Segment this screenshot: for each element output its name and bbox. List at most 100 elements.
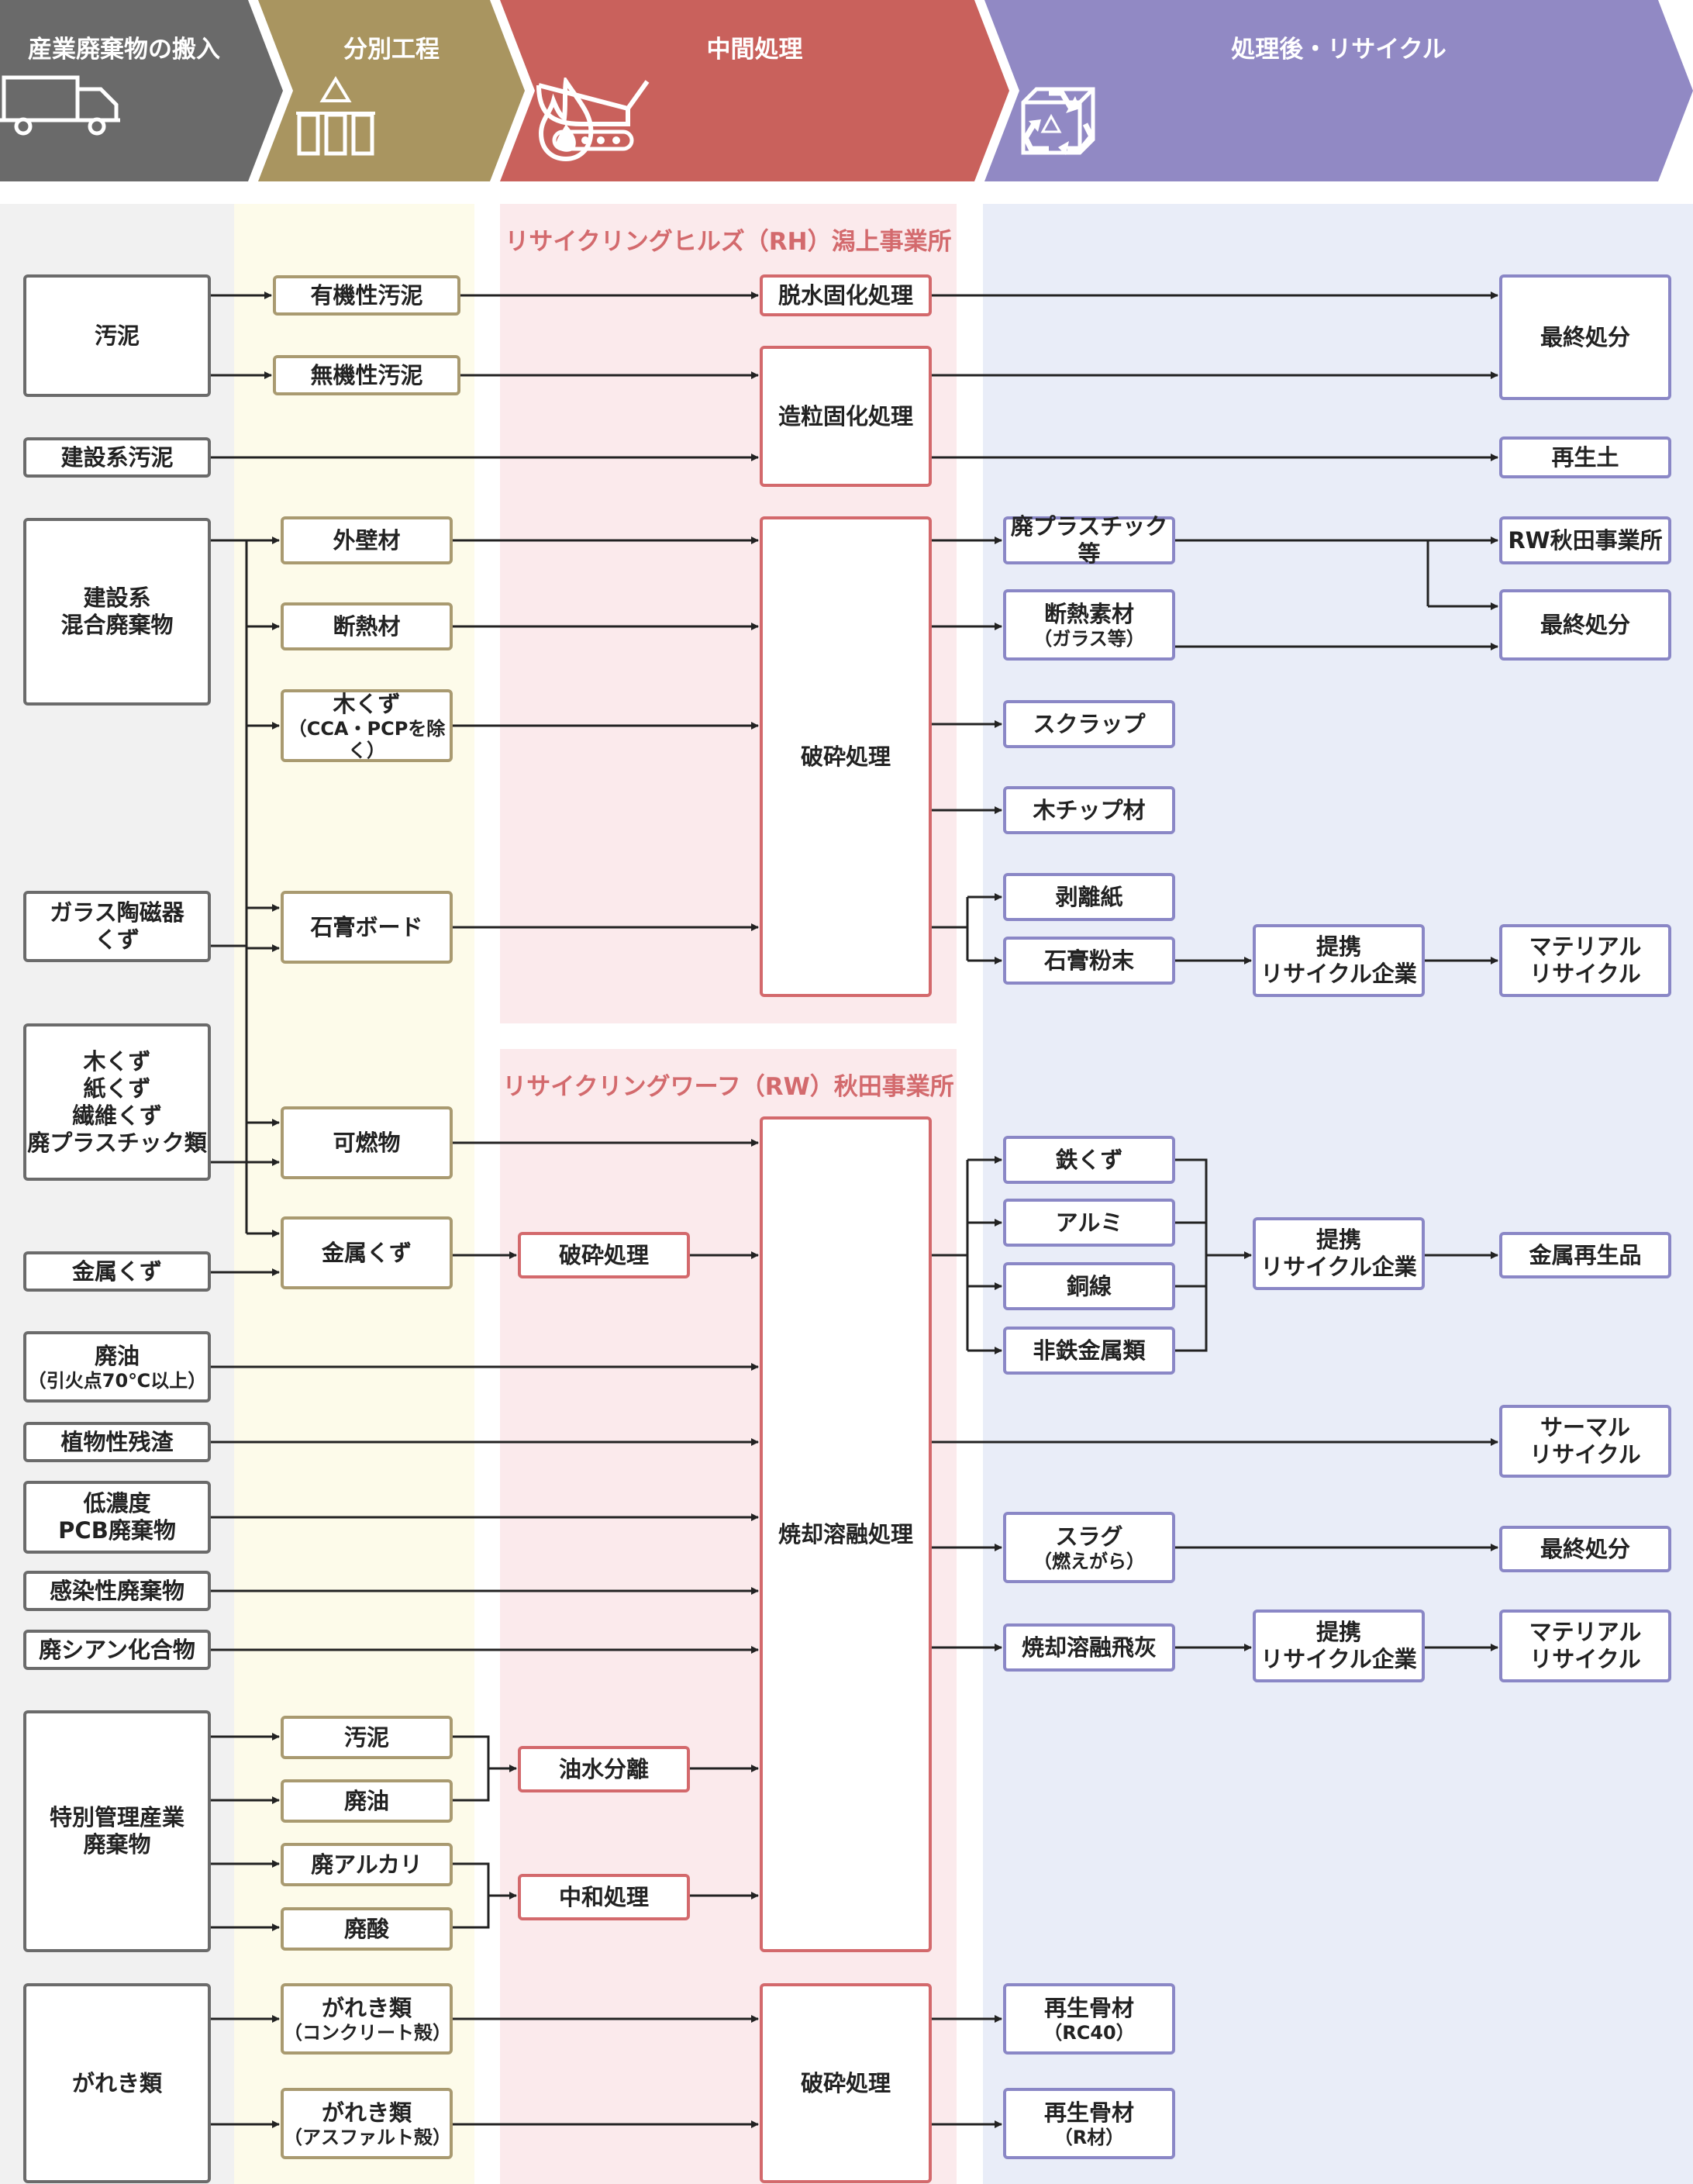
node-label: 特別管理産業 廃棄物: [49, 1804, 184, 1858]
node-o-dannetsu: 断熱素材（ガラス等）: [1003, 589, 1175, 661]
node-label: 断熱素材: [1043, 600, 1134, 627]
node-label: 廃プラスチック等: [1010, 513, 1168, 567]
node-m-dassui: 脱水固化処理: [760, 274, 932, 316]
node-o-hitetsu: 非鉄金属類: [1003, 1327, 1175, 1375]
header-step-4: 処理後・リサイクル: [1019, 0, 1658, 181]
node-label: 金属くず: [321, 1239, 412, 1266]
header-step-2: 分別工程: [293, 0, 490, 181]
node-p-dannetsu: 断熱材: [281, 602, 453, 650]
node-label: 低濃度 PCB廃棄物: [58, 1490, 176, 1544]
node-p-gaiheki: 外壁材: [281, 516, 453, 564]
node-p-gareki-con: がれき類（コンクリート殻）: [281, 1983, 453, 2055]
node-label: 廃酸: [343, 1915, 389, 1942]
node-sublabel: （R材）: [1053, 2126, 1125, 2148]
node-m-chuwa: 中和処理: [518, 1874, 690, 1920]
node-o-slag: スラグ（燃えがら）: [1003, 1512, 1175, 1583]
truck-icon: [0, 75, 120, 136]
header-step-3-label: 中間処理: [706, 36, 803, 64]
recycle-icon: [1022, 90, 1095, 155]
node-o-hakurishi: 剥離紙: [1003, 873, 1175, 921]
node-label: スクラップ: [1033, 710, 1146, 737]
node-sublabel: （ガラス等）: [1033, 627, 1145, 650]
node-f-saiseido: 再生土: [1499, 436, 1671, 478]
node-label: 最終処分: [1540, 323, 1630, 350]
node-sublabel: （コンクリート殻）: [284, 2021, 451, 2044]
node-sublabel: （アスファルト殻）: [284, 2126, 451, 2148]
node-label: 無機性汚泥: [310, 361, 423, 388]
sorting-bins-icon: [296, 76, 375, 156]
node-o-tekkuzu: 鉄くず: [1003, 1136, 1175, 1184]
node-label: 焼却溶融処理: [778, 1520, 913, 1547]
node-s-kansen: 感染性廃棄物: [23, 1571, 211, 1611]
node-label: 植物性残渣: [60, 1428, 174, 1455]
node-m-hasai-gareki: 破砕処理: [760, 1983, 932, 2183]
crusher-icon: [536, 80, 650, 151]
node-o-chip: 木チップ材: [1003, 786, 1175, 834]
node-label: 非鉄金属類: [1033, 1337, 1146, 1364]
node-f-kinzoku-saisei: 金属再生品: [1499, 1232, 1671, 1278]
node-label: 鉄くず: [1055, 1146, 1123, 1173]
node-label: 剥離紙: [1055, 883, 1123, 910]
node-label: がれき類: [321, 2099, 412, 2126]
header-step-3-shape: [500, 0, 1009, 181]
node-label: 木チップ材: [1033, 796, 1146, 823]
node-label: 最終処分: [1540, 611, 1630, 638]
header-step-1-shape: [0, 0, 283, 181]
node-f-thermal: サーマル リサイクル: [1499, 1405, 1671, 1478]
node-label: 提携 リサイクル企業: [1260, 1227, 1417, 1280]
node-label: 廃シアン化合物: [39, 1636, 195, 1663]
node-label: 石膏ボード: [310, 913, 423, 940]
node-label: 廃アルカリ: [311, 1851, 422, 1878]
node-s-kinzoku: 金属くず: [23, 1251, 211, 1292]
node-sublabel: （CCA・PCPを除く）: [288, 717, 446, 761]
section-title-rh: リサイクリングヒルズ（RH）潟上事業所: [505, 228, 952, 256]
node-p-sekko: 石膏ボード: [281, 891, 453, 964]
node-label: スラグ: [1055, 1523, 1123, 1550]
node-p-haisan: 廃酸: [281, 1907, 453, 1951]
node-label: サーマル リサイクル: [1529, 1414, 1641, 1468]
node-o-sekko-funmatsu: 石膏粉末: [1003, 937, 1175, 985]
node-label: マテリアル リサイクル: [1529, 933, 1642, 987]
node-sublabel: （RC40）: [1043, 2021, 1135, 2044]
node-label: 建設系汚泥: [60, 443, 174, 471]
node-label: 再生骨材: [1043, 1994, 1134, 2021]
node-label: 銅線: [1066, 1272, 1112, 1299]
node-f-material2: マテリアル リサイクル: [1499, 1610, 1671, 1682]
node-s-tokubetsu: 特別管理産業 廃棄物: [23, 1710, 211, 1952]
flow-connector: [453, 1735, 490, 1802]
node-s-gareki: がれき類: [23, 1983, 211, 2183]
node-p-alkali: 廃アルカリ: [281, 1843, 453, 1886]
header-step-4-label: 処理後・リサイクル: [1231, 36, 1446, 64]
header-step-1-label: 産業廃棄物の搬入: [28, 36, 220, 64]
node-o-dousen: 銅線: [1003, 1262, 1175, 1310]
header-step-3: 中間処理: [535, 0, 974, 181]
flow-connector: [453, 1862, 490, 1929]
node-label: 木くず 紙くず 繊維くず 廃プラスチック類: [27, 1047, 207, 1156]
node-p-kikuzu: 木くず（CCA・PCPを除く）: [281, 689, 453, 762]
node-m-zoryu: 造粒固化処理: [760, 346, 932, 487]
node-f-saishu1: 最終処分: [1499, 274, 1671, 400]
node-p-gareki-asp: がれき類（アスファルト殻）: [281, 2088, 453, 2159]
node-label: アルミ: [1055, 1209, 1123, 1236]
section-title-rw: リサイクリングワーフ（RW）秋田事業所: [502, 1073, 954, 1101]
node-label: 再生土: [1551, 443, 1619, 471]
node-label: 可燃物: [333, 1129, 401, 1156]
node-m-hasai-rh: 破砕処理: [760, 516, 932, 997]
node-label: 有機性汚泥: [310, 281, 423, 309]
node-label: 油水分離: [558, 1755, 649, 1782]
node-s-haiyu: 廃油（引火点70℃以上）: [23, 1331, 211, 1403]
node-label: 金属くず: [71, 1258, 162, 1285]
node-label: 提携 リサイクル企業: [1260, 1619, 1417, 1672]
node-s-kongou: 建設系 混合廃棄物: [23, 518, 211, 706]
node-o-kotsuzai-r: 再生骨材（R材）: [1003, 2088, 1175, 2159]
node-s-pcb: 低濃度 PCB廃棄物: [23, 1481, 211, 1554]
node-label: 提携 リサイクル企業: [1260, 933, 1417, 987]
node-label: 金属再生品: [1529, 1241, 1642, 1268]
node-label: ガラス陶磁器 くず: [50, 899, 184, 953]
node-f-saishu3: 最終処分: [1499, 1526, 1671, 1572]
node-label: 中和処理: [558, 1883, 649, 1910]
header-step-2-label: 分別工程: [343, 36, 440, 64]
node-label: 破砕処理: [558, 1241, 649, 1268]
node-label: 外壁材: [333, 526, 401, 554]
